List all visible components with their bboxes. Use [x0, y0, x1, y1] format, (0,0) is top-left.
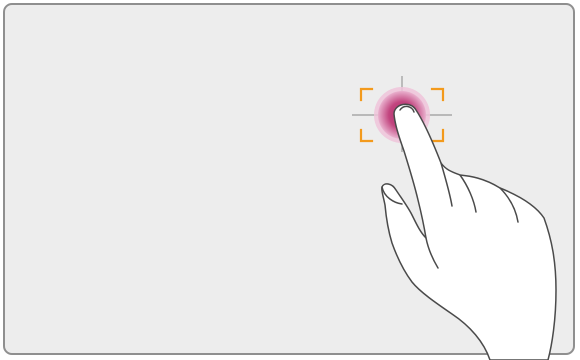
touch-point-icon[interactable]: [374, 87, 430, 143]
touch-screen-panel[interactable]: [3, 3, 575, 355]
